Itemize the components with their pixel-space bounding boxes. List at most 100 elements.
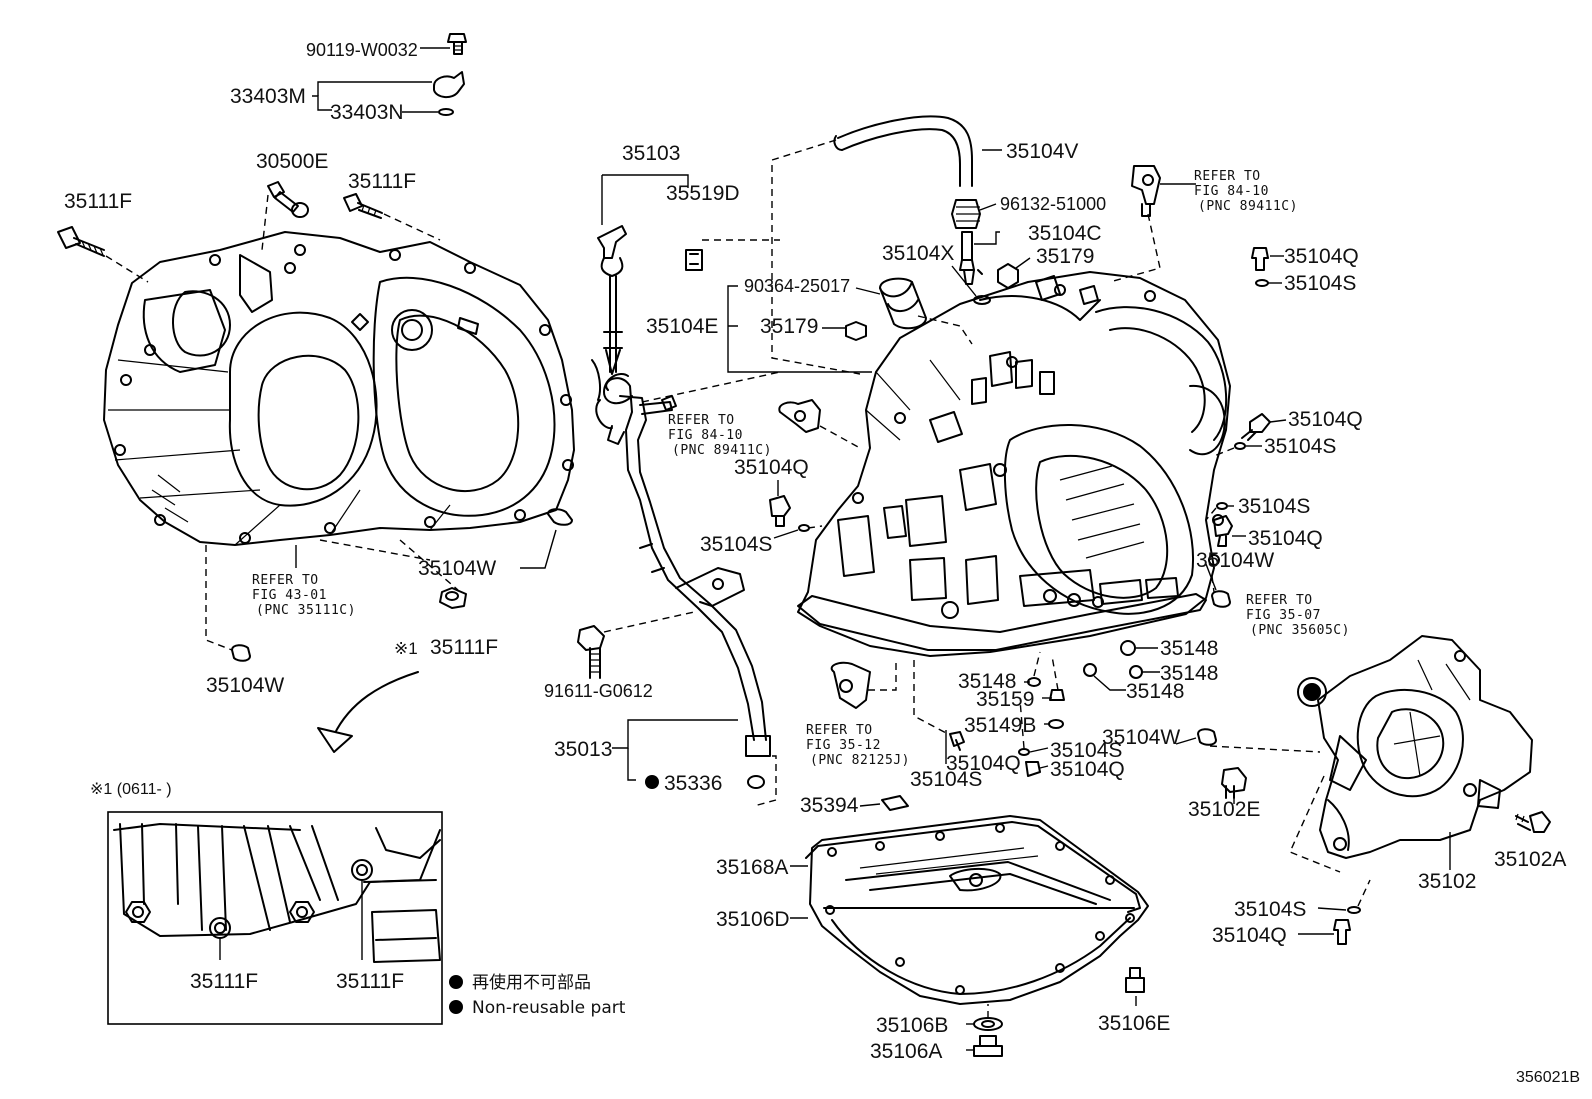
label-35106A: 35106A	[870, 1040, 942, 1063]
label-35103: 35103	[622, 142, 680, 165]
clamp-35519D[interactable]	[685, 249, 703, 271]
legend-en: Non-reusable part	[472, 998, 626, 1018]
oil-pan-35106D[interactable]	[809, 815, 1149, 1005]
label-35148: 35148	[1160, 637, 1218, 660]
breather-plug-35104C[interactable]	[959, 231, 983, 285]
svg-text:FIG 35-07: FIG 35-07	[1246, 608, 1321, 623]
ref-fig-84-10-top[interactable]: REFER TO FIG 84-10 (PNC 89411C)	[1194, 169, 1298, 214]
ref-fig-35-07[interactable]: REFER TO FIG 35-07 (PNC 35605C)	[1246, 593, 1350, 638]
label-91611-G0612: 91611-G0612	[544, 681, 653, 701]
label-35104X: 35104X	[882, 242, 954, 265]
sensor-33403M[interactable]	[433, 71, 465, 98]
label-35111F: 35111F	[64, 190, 132, 213]
label-90119-W0032: 90119-W0032	[306, 40, 418, 60]
drain-plug-35106E[interactable]	[1125, 967, 1145, 993]
dipstick-35103[interactable]	[597, 225, 627, 375]
label-35106D: 35106D	[716, 908, 790, 931]
ref-fig-43-01[interactable]: REFER TO FIG 43-01 (PNC 35111C)	[252, 573, 356, 618]
curved-arrow-icon	[317, 671, 419, 753]
magnet-35394[interactable]	[881, 795, 909, 811]
bolt-30500E[interactable]	[267, 181, 309, 218]
pin-35104W-pan[interactable]	[1197, 728, 1217, 746]
label-33403M: 33403M	[230, 85, 306, 108]
svg-text:(PNC 35605C): (PNC 35605C)	[1250, 623, 1350, 638]
label-35106E: 35106E	[1098, 1012, 1170, 1035]
clamp-96132-51000[interactable]	[951, 199, 981, 229]
oring-35104S-pan[interactable]	[1018, 748, 1030, 756]
pin-35104W-left[interactable]	[231, 644, 251, 662]
ref-fig-35-12[interactable]: REFER TO FIG 35-12 (PNC 82125J)	[806, 723, 910, 768]
plug-35159[interactable]	[1049, 689, 1065, 701]
speed-sensor-top[interactable]	[1131, 165, 1161, 217]
label-35102A: 35102A	[1494, 848, 1566, 871]
transmission-case[interactable]	[797, 271, 1231, 657]
bolt-35111F-top[interactable]	[343, 193, 383, 219]
label-35148: 35148	[958, 670, 1016, 693]
non-reusable-marker	[645, 775, 659, 789]
label-35104Q: 35104Q	[1050, 758, 1125, 781]
bolt-91611-G0612[interactable]	[577, 625, 605, 679]
bolt-90119-W0032[interactable]	[447, 33, 467, 55]
oring-35104X[interactable]	[973, 295, 991, 305]
plug-35148-b[interactable]	[1129, 665, 1143, 679]
pan-gasket-35168A[interactable]	[805, 821, 1141, 995]
label-35102: 35102	[1418, 870, 1476, 893]
bolt-35102A[interactable]	[1515, 811, 1551, 833]
bolt-35102E[interactable]	[1221, 767, 1247, 799]
svg-text:(PNC 89411C): (PNC 89411C)	[672, 443, 772, 458]
plug-35179-left[interactable]	[845, 321, 867, 341]
plug-35104Q-mount[interactable]	[1333, 919, 1351, 945]
oring-35104S-top[interactable]	[1255, 279, 1269, 287]
plug-35104Q-pan-b[interactable]	[1025, 761, 1041, 777]
plug-35104Q-case-left[interactable]	[769, 495, 791, 527]
speed-sensor-left[interactable]	[778, 399, 821, 433]
gasket-35106B[interactable]	[973, 1017, 1003, 1031]
sheet-number: 356021B	[1516, 1069, 1580, 1086]
label-35104Q: 35104Q	[1212, 924, 1287, 947]
plug-35104Q-right-2[interactable]	[1213, 515, 1233, 547]
label-35104W: 35104W	[1196, 549, 1274, 572]
label-35111F: 35111F	[430, 636, 498, 659]
label-35104W: 35104W	[206, 674, 284, 697]
label-96132-51000: 96132-51000	[1000, 194, 1106, 214]
bolt-35111F-left[interactable]	[57, 226, 105, 257]
label-35013: 35013	[554, 738, 612, 761]
svg-text:(PNC 35111C): (PNC 35111C)	[256, 603, 356, 618]
pin-35104W-right[interactable]	[547, 508, 573, 526]
svg-text:(PNC 89411C): (PNC 89411C)	[1198, 199, 1298, 214]
label-35179: 35179	[1036, 245, 1094, 268]
pin-35104W-case[interactable]	[1211, 590, 1231, 608]
plug-35104Q-right[interactable]	[1241, 413, 1271, 441]
label-35104S: 35104S	[1234, 898, 1306, 921]
oring-33403N[interactable]	[438, 108, 454, 116]
plug-35104Q-pan-a[interactable]	[949, 731, 965, 751]
plug-35148-a[interactable]	[1120, 640, 1136, 656]
label-35104V: 35104V	[1006, 140, 1078, 163]
sensor-pan-left[interactable]	[830, 661, 871, 709]
mount-cushion[interactable]	[1297, 677, 1327, 707]
plug-35149B[interactable]	[1048, 719, 1064, 729]
ref-fig-84-10-left[interactable]: REFER TO FIG 84-10 (PNC 89411C)	[668, 413, 772, 458]
transaxle-housing[interactable]	[103, 231, 575, 546]
drain-plug-35106A[interactable]	[973, 1035, 1003, 1057]
bolt-35111F-bottom[interactable]	[439, 587, 467, 609]
bush-90364-25017[interactable]	[879, 277, 927, 330]
oring-35336[interactable]	[747, 775, 765, 789]
oring-35104S-case-left[interactable]	[798, 524, 810, 532]
label-35104S: 35104S	[700, 533, 772, 556]
label-35159: 35159	[976, 688, 1034, 711]
oring-35104S-mount[interactable]	[1347, 906, 1361, 914]
legend: 再使用不可部品 Non-reusable part	[449, 972, 626, 1018]
oring-35104S-right-2[interactable]	[1216, 502, 1228, 510]
oring-35104S-right[interactable]	[1234, 442, 1246, 450]
plug-35179-right[interactable]	[997, 263, 1019, 289]
plug-35148-c[interactable]	[1083, 663, 1097, 677]
label-35104Q: 35104Q	[946, 752, 1021, 775]
plug-35104Q-top[interactable]	[1251, 247, 1269, 271]
tube-35013[interactable]	[591, 359, 771, 757]
breather-hose-35104V[interactable]	[833, 115, 973, 187]
label-33403N: 33403N	[330, 101, 404, 124]
mount-bracket-35102[interactable]	[1317, 635, 1533, 859]
label-35104S: 35104S	[1264, 435, 1336, 458]
